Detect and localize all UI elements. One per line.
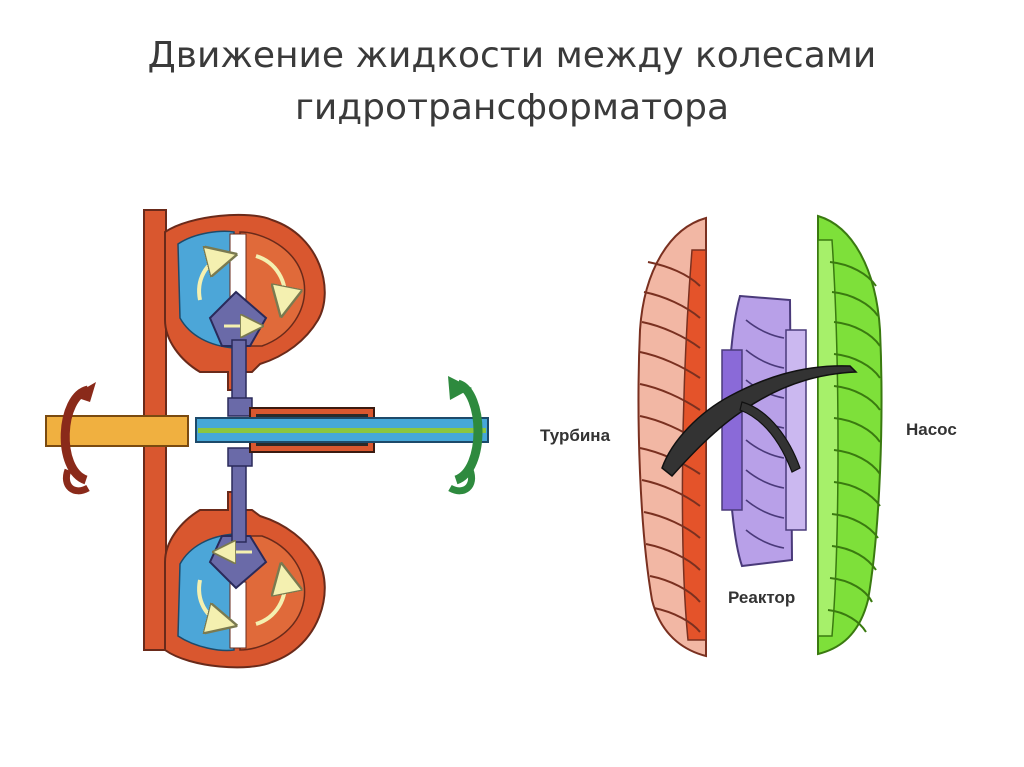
rotation-arrow-right-icon [448, 376, 483, 495]
flow-arrow-icon [197, 579, 222, 622]
exploded-wheels-diagram [637, 214, 883, 658]
cross-section-diagram [45, 209, 489, 669]
fluid-flow-path-reactor [739, 401, 801, 473]
label-reactor: Реактор [728, 588, 796, 607]
label-turbine: Турбина [540, 426, 611, 445]
flow-arrow-icon [255, 578, 285, 626]
fluid-flow-path [661, 365, 858, 478]
title-line-1: Движение жидкости между колесами [147, 35, 877, 76]
reactor-wheel [721, 294, 807, 568]
pump-wheel [817, 214, 883, 656]
label-pump: Насос [906, 420, 957, 439]
reactor-stem-lower [231, 457, 247, 543]
flow-arrow-icon [255, 254, 285, 302]
rotation-arrow-left-icon [60, 382, 96, 495]
slide-title: Движение жидкости между колесами гидротр… [0, 30, 1024, 134]
title-line-2: гидротрансформатора [294, 87, 730, 128]
output-shaft-stripe [198, 428, 486, 433]
flow-arrow-icon [197, 258, 222, 301]
